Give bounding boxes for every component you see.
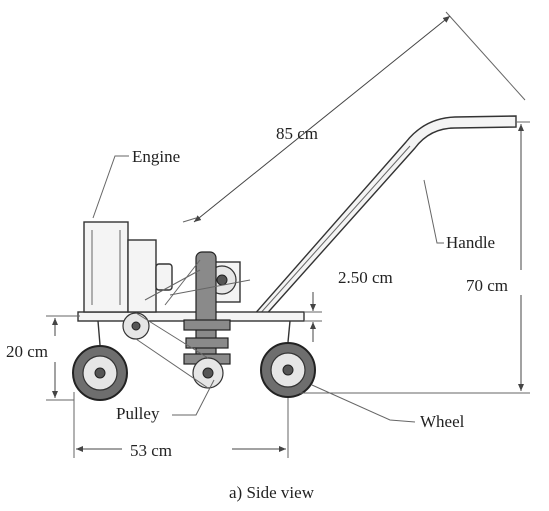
ext-85-b	[445, 11, 526, 101]
rear-wheel	[260, 342, 316, 398]
wheel-leader	[311, 384, 416, 423]
dim-85	[193, 15, 451, 223]
tiller-machine	[72, 115, 517, 401]
engine-block	[83, 221, 173, 313]
pulley-label: Pulley	[116, 404, 160, 423]
dimension-lines	[46, 11, 530, 458]
front-strut	[97, 320, 101, 346]
front-pulley	[122, 312, 209, 389]
wheel-label: Wheel	[420, 412, 465, 431]
wheelbase-label: 53 cm	[130, 441, 172, 460]
engine-leader	[92, 155, 129, 219]
handle-leader	[423, 179, 444, 244]
frame-gap-label: 2.50 cm	[338, 268, 393, 287]
ext-85-a	[182, 217, 197, 223]
pulley-wheel	[192, 357, 224, 389]
handle-length-label: 85 cm	[276, 124, 318, 143]
rear-strut	[287, 320, 291, 343]
brace	[144, 269, 201, 301]
figure-caption: a) Side view	[229, 483, 315, 502]
leader-lines	[92, 155, 444, 423]
pulley-leader	[172, 379, 215, 416]
handle-height-label: 70 cm	[466, 276, 508, 295]
frame-height-label: 20 cm	[6, 342, 48, 361]
front-wheel	[72, 345, 128, 401]
engine-label: Engine	[132, 147, 180, 166]
handle-label: Handle	[446, 233, 495, 252]
